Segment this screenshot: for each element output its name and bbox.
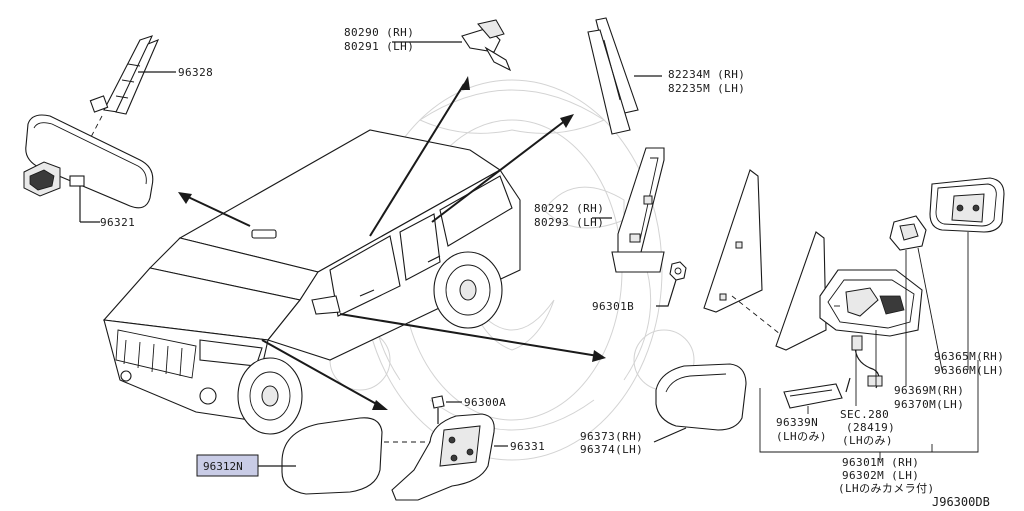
part-labels: 96328 96321 80290 (RH) 80291 (LH) 82234M… [100,26,1004,509]
label-96302m[interactable]: 96302M (LH) [842,469,919,482]
mirror-base-96331 [391,413,495,501]
label-96301m-note: (LHのみカメラ付) [838,482,935,495]
vehicle-illustration [102,129,521,435]
corner-piece-80292 [611,147,665,273]
label-96300a[interactable]: 96300A [464,396,506,409]
label-96366m[interactable]: 96366M(LH) [934,364,1004,377]
label-96365m[interactable]: 96365M(RH) [934,350,1004,363]
label-sec280-note: (LHのみ) [842,434,893,447]
garnish-82234m [587,17,639,135]
harness-camera [845,335,883,393]
leaders-right [759,232,979,460]
mirror-motor-96369m [889,215,927,251]
highlight-box-96312n[interactable] [196,454,259,477]
door-mirror-assembly [819,269,923,337]
label-80293[interactable]: 80293 (LH) [534,216,604,229]
label-82234m[interactable]: 82234M (RH) [668,68,745,81]
door-panel-front [775,231,827,351]
inner-mirror-96321 [23,114,154,209]
label-80292[interactable]: 80292 (RH) [534,202,604,215]
inner-mirror-bracket-96328 [89,35,160,115]
turn-lamp-96339n [783,383,843,409]
mirror-glass-96312n [281,417,383,495]
diagram-code: J96300DB [932,495,990,509]
label-96373[interactable]: 96373(RH) [580,430,643,443]
door-panel-rear [703,169,763,313]
label-96370m[interactable]: 96370M(LH) [894,398,964,411]
label-sec280-ref: (28419) [846,421,895,434]
label-96321[interactable]: 96321 [100,216,135,229]
label-96301m[interactable]: 96301M (RH) [842,456,919,469]
label-80291[interactable]: 80291 (LH) [344,40,414,53]
label-96339n-note: (LHのみ) [776,430,827,443]
bracket-80290 [461,19,512,72]
label-96301b[interactable]: 96301B [592,300,634,313]
label-96331[interactable]: 96331 [510,440,545,453]
arrows [178,76,606,410]
label-96328[interactable]: 96328 [178,66,213,79]
mirror-cover-96373 [655,363,747,431]
label-96312n[interactable]: 96312N [203,460,243,473]
screw-96300a [431,395,445,424]
label-82235m[interactable]: 82235M (LH) [668,82,745,95]
label-96374[interactable]: 96374(LH) [580,443,643,456]
label-96369m[interactable]: 96369M(RH) [894,384,964,397]
label-96339n[interactable]: 96339N [776,416,818,429]
nut-96301b [669,261,687,281]
label-80290[interactable]: 80290 (RH) [344,26,414,39]
label-sec280[interactable]: SEC.280 [840,408,889,421]
mirror-glass-96365m [929,177,1005,233]
